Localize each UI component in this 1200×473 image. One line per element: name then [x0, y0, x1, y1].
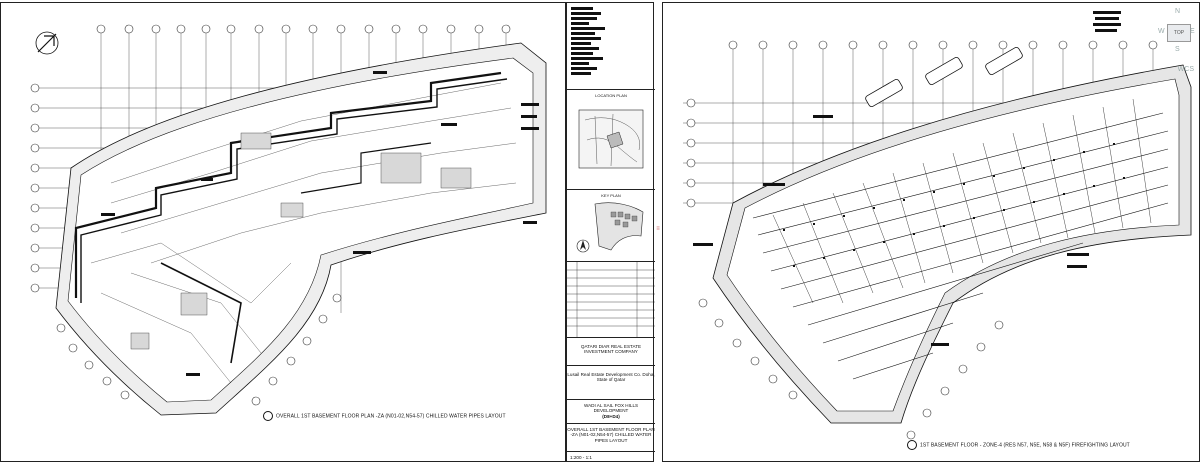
- view-reference-icon: [907, 440, 917, 450]
- right-floor-plan-drawing: [683, 11, 1192, 440]
- drawing-title-panel: OVERALL 1ST BASEMENT FLOOR PLAN -ZA (N01…: [567, 423, 655, 451]
- viewcube-south[interactable]: S: [1175, 46, 1180, 53]
- viewcube-north[interactable]: N: [1175, 8, 1181, 15]
- viewcube-east[interactable]: E: [1190, 28, 1195, 35]
- title-block-redacted-notes: [571, 7, 605, 75]
- key-plan-map: [576, 202, 644, 253]
- revision-table: [567, 261, 655, 338]
- key-plan-label: KEY PLAN: [601, 193, 621, 198]
- scale-panel: 1:200 - 1:1: [567, 451, 655, 463]
- right-drawing-sheet: 1ST BASEMENT FLOOR - ZONE-4 (RES N57, N5…: [662, 2, 1200, 462]
- panel-collapse-tab[interactable]: ≡: [656, 226, 660, 232]
- north-arrow-icon: [35, 31, 59, 55]
- drawing-title: OVERALL 1ST BASEMENT FLOOR PLAN -ZA (N01…: [567, 427, 655, 443]
- location-plan-label: LOCATION PLAN: [595, 93, 627, 98]
- client-name: QATARI DIAR REAL ESTATE INVESTMENT COMPA…: [580, 344, 642, 355]
- client-panel: QATARI DIAR REAL ESTATE INVESTMENT COMPA…: [567, 337, 655, 365]
- viewcube-top-face[interactable]: TOP: [1167, 24, 1191, 42]
- key-plan-panel: KEY PLAN: [567, 189, 655, 261]
- location-plan-panel: LOCATION PLAN: [567, 89, 655, 189]
- left-sheet-caption: OVERALL 1ST BASEMENT FLOOR PLAN -ZA (N01…: [263, 411, 506, 421]
- plot-number: (D8+D4): [602, 413, 620, 419]
- project-panel: WADI AL SAIL FOX HILLS DEVELOPMENT (D8+D…: [567, 399, 655, 423]
- right-sheet-caption: 1ST BASEMENT FLOOR - ZONE-4 (RES N57, N5…: [907, 440, 1130, 450]
- scale-value: 1:200 - 1:1: [570, 455, 592, 460]
- viewcube[interactable]: N W TOP E S WCS: [1158, 4, 1196, 144]
- view-reference-icon: [263, 411, 273, 421]
- location-plan-map: [578, 109, 644, 169]
- viewcube-west[interactable]: W: [1158, 28, 1165, 35]
- developer-panel: Lusail Real Estate Development Co. Doha,…: [567, 365, 655, 399]
- left-drawing-sheet: OVERALL 1ST BASEMENT FLOOR PLAN -ZA (N01…: [0, 2, 566, 462]
- left-floor-plan-drawing: [30, 24, 547, 416]
- developer-name: Lusail Real Estate Development Co. Doha,…: [567, 372, 655, 383]
- wcs-menu[interactable]: WCS: [1177, 66, 1194, 73]
- title-block: LOCATION PLAN KEY PLAN: [566, 2, 655, 463]
- project-name: WADI AL SAIL FOX HILLS DEVELOPMENT: [583, 403, 639, 414]
